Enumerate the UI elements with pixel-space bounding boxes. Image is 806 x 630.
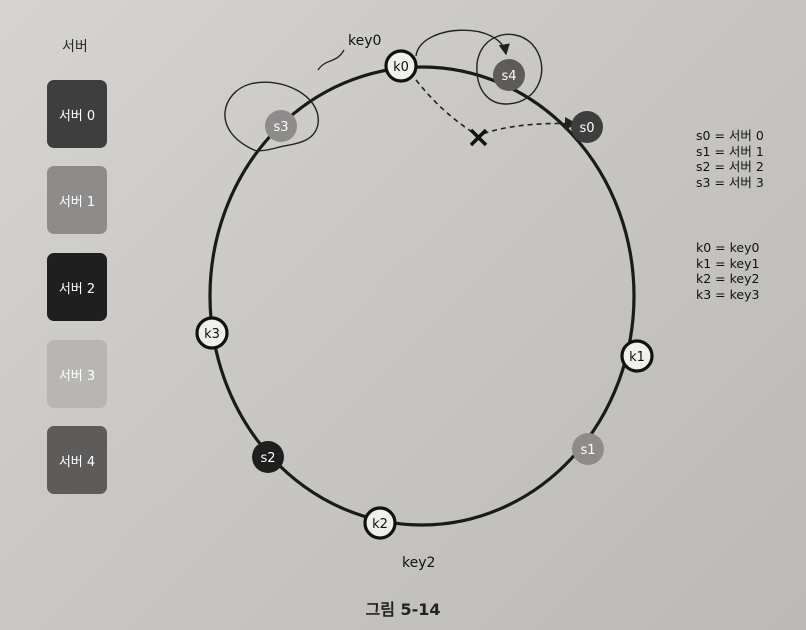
s4-highlight-loop	[476, 33, 543, 105]
legend-server-2: 서버 2	[47, 253, 107, 321]
legend-server-0: 서버 0	[47, 80, 107, 148]
legend-server-0-label: 서버 0	[58, 108, 96, 124]
legend-server-3-label: 서버 3	[58, 368, 96, 384]
cancel-x-mark	[469, 128, 488, 147]
key-mapping-item: k0 = key0	[696, 240, 760, 255]
key-node-k2-label: k2	[372, 517, 388, 532]
server-node-s3: s3	[265, 110, 297, 142]
server-mapping-list: s0 = 서버 0 s1 = 서버 1 s2 = 서버 2 s3 = 서버 3	[696, 128, 764, 190]
server-node-s0-label: s0	[579, 121, 594, 136]
s3-highlight-loop	[224, 81, 319, 152]
server-node-s2-label: s2	[260, 451, 275, 466]
hash-ring	[208, 65, 636, 527]
key0-pointer-squiggle	[317, 49, 345, 71]
k0-to-s4-arrow	[415, 29, 510, 57]
legend-server-4: 서버 4	[47, 426, 107, 494]
legend-server-4-label: 서버 4	[58, 454, 96, 470]
server-mapping-item: s2 = 서버 2	[696, 159, 764, 174]
legend-server-1-label: 서버 1	[58, 194, 96, 210]
legend-server-2-label: 서버 2	[58, 281, 96, 297]
server-legend-title: 서버	[62, 39, 88, 55]
server-node-s1-label: s1	[580, 443, 595, 458]
key-mapping-item: k1 = key1	[696, 255, 760, 271]
key-node-k0: k0	[384, 49, 418, 83]
key-node-k1-label: k1	[629, 350, 645, 365]
key-node-k3-label: k3	[204, 327, 220, 342]
legend-server-3: 서버 3	[47, 340, 107, 408]
key-node-k3: k3	[195, 316, 229, 350]
key-node-k1: k1	[620, 339, 654, 373]
server-mapping-item: s3 = 서버 3	[696, 174, 764, 190]
server-node-s4-label: s4	[501, 69, 516, 84]
server-mapping-item: s1 = 서버 1	[696, 143, 764, 159]
server-node-s4: s4	[493, 59, 525, 91]
k0-to-s0-dashed-arrow	[415, 79, 578, 137]
key-mapping-item: k3 = key3	[696, 286, 760, 302]
server-node-s3-label: s3	[273, 120, 288, 135]
figure-caption: 그림 5-14	[365, 600, 441, 619]
key2-annotation: key2	[402, 555, 435, 571]
key-mapping-list: k0 = key0 k1 = key1 k2 = key2 k3 = key3	[696, 240, 759, 302]
key-node-k2: k2	[363, 506, 397, 540]
server-node-s2: s2	[252, 441, 284, 473]
server-mapping-item: s0 = 서버 0	[696, 128, 764, 143]
key-mapping-item: k2 = key2	[696, 271, 760, 286]
key-node-k0-label: k0	[393, 60, 409, 75]
legend-server-1: 서버 1	[47, 166, 107, 234]
server-node-s1: s1	[572, 433, 604, 465]
key0-annotation: key0	[348, 33, 381, 49]
server-node-s0: s0	[571, 111, 603, 143]
